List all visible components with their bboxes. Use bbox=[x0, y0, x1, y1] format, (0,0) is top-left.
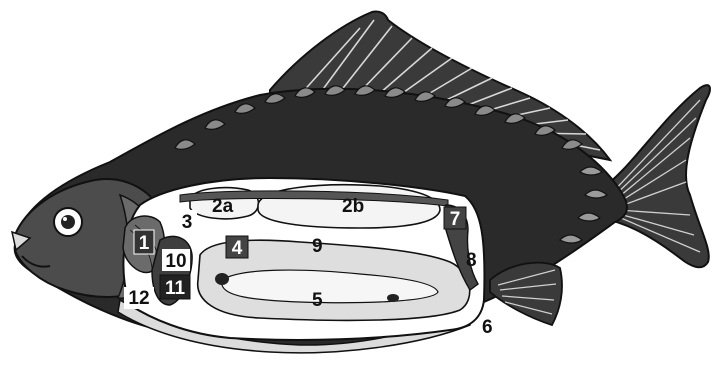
anal-fin bbox=[490, 263, 562, 325]
label-3: 3 bbox=[177, 210, 197, 233]
svg-text:12: 12 bbox=[128, 288, 149, 309]
label-4: 4 bbox=[226, 236, 248, 259]
label-7: 7 bbox=[444, 207, 466, 230]
label-2b: 2b bbox=[342, 196, 364, 217]
svg-text:4: 4 bbox=[232, 238, 243, 259]
svg-text:11: 11 bbox=[165, 278, 186, 299]
label-9: 9 bbox=[312, 236, 323, 257]
label-5: 5 bbox=[312, 290, 323, 311]
label-11: 11 bbox=[160, 275, 190, 299]
svg-text:1: 1 bbox=[139, 233, 150, 254]
label-12: 12 bbox=[124, 287, 154, 309]
label-1: 1 bbox=[134, 230, 154, 254]
label-2a: 2a bbox=[212, 196, 234, 217]
svg-text:7: 7 bbox=[450, 209, 461, 230]
eye bbox=[54, 208, 82, 236]
label-8: 8 bbox=[466, 250, 477, 271]
svg-text:3: 3 bbox=[182, 212, 193, 233]
caudal-fin bbox=[600, 85, 710, 267]
label-6: 6 bbox=[482, 317, 493, 338]
svg-text:10: 10 bbox=[165, 251, 186, 272]
label-10: 10 bbox=[162, 249, 190, 272]
